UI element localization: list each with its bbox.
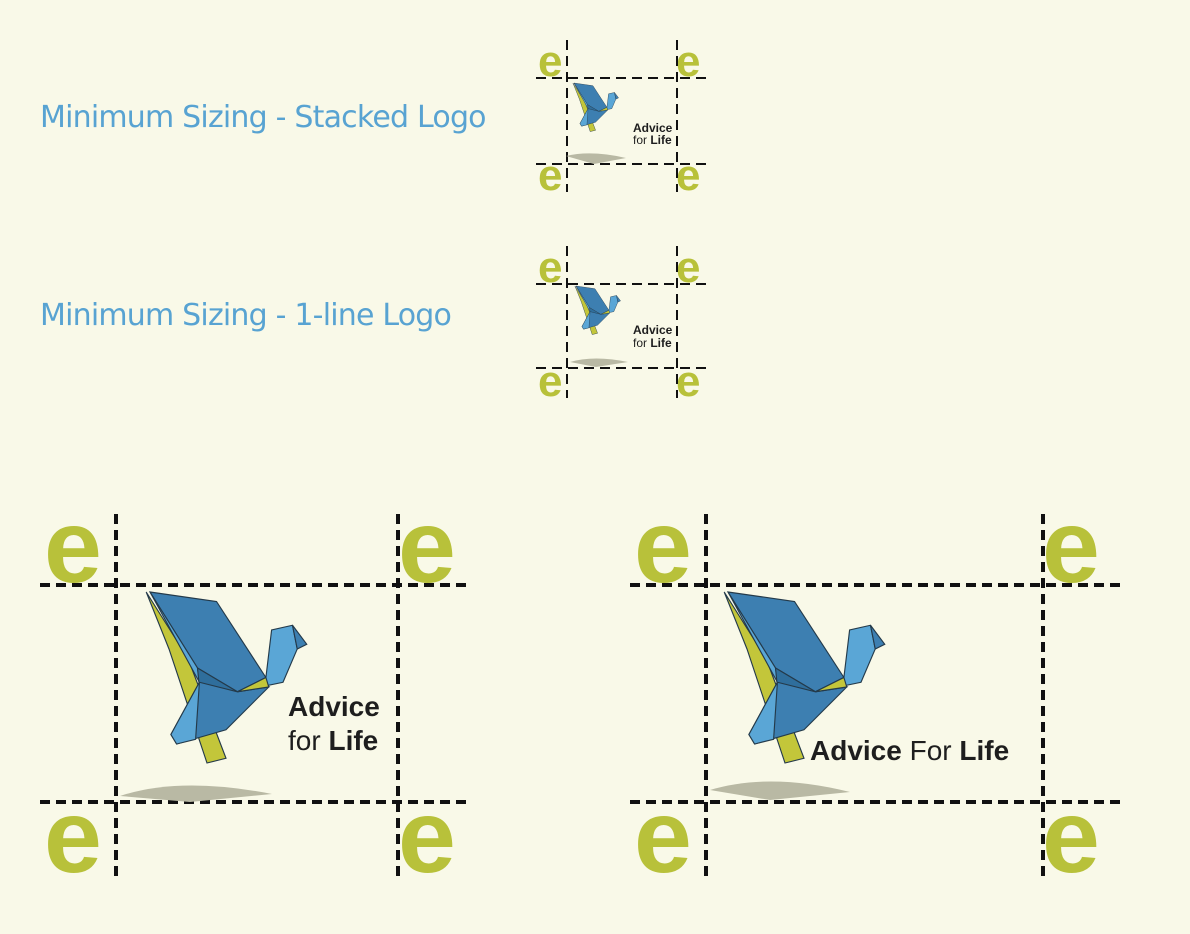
clearspace-e-bottom-right: e: [676, 151, 700, 200]
logo-word-advice: Advice: [633, 121, 673, 135]
bird-logo-icon: [574, 285, 621, 335]
large-oneline-logo-panel: e e e e Advice For Life: [630, 489, 1120, 895]
clearspace-e-top-left: e: [634, 489, 692, 605]
small-oneline-logo-panel: e e e e Advice for Life: [536, 243, 708, 406]
logo-shadow: [566, 153, 626, 164]
bird-logo-icon: [572, 82, 619, 132]
clearspace-e-bottom-left: e: [44, 779, 102, 895]
logo-words-for-life: for Life: [288, 725, 378, 756]
logo-shadow: [710, 781, 850, 800]
heading-oneline-min-size: Minimum Sizing - 1-line Logo: [40, 298, 452, 333]
clearspace-e-bottom-right: e: [1042, 779, 1100, 895]
clearspace-e-top-right: e: [1042, 489, 1100, 605]
logo-oneline-wordmark: Advice For Life: [810, 735, 1009, 766]
logo-shadow: [120, 785, 272, 802]
heading-stacked-min-size: Minimum Sizing - Stacked Logo: [40, 100, 487, 135]
clearspace-e-top-left: e: [44, 489, 102, 605]
small-stacked-logo-diagram: e e e e Advice for Life: [536, 37, 706, 200]
logo-word-advice: Advice: [633, 323, 673, 337]
clearspace-e-bottom-right: e: [398, 779, 456, 895]
clearspace-e-bottom-right: e: [676, 357, 700, 406]
clearspace-e-bottom-left: e: [538, 357, 562, 406]
clearspace-e-bottom-left: e: [634, 779, 692, 895]
logo-shadow: [570, 358, 628, 367]
large-stacked-logo-panel: e e e e Advice for Life: [40, 489, 472, 895]
logo-words-for-life: for Life: [633, 336, 672, 350]
large-stacked-logo-diagram: e e e e Advice for Life: [40, 489, 472, 895]
clearspace-e-bottom-left: e: [538, 151, 562, 200]
clearspace-e-top-right: e: [398, 489, 456, 605]
bird-logo-icon: [723, 591, 886, 764]
logo-word-advice: Advice: [288, 691, 380, 722]
large-oneline-logo-diagram: e e e e Advice For Life: [630, 489, 1120, 895]
logo-words-for-life: for Life: [633, 133, 672, 147]
small-stacked-logo-panel: e e e e Advice for Life: [536, 37, 708, 200]
bird-logo-icon: [145, 591, 308, 764]
small-oneline-logo-diagram: e e e e Advice for Life: [536, 243, 706, 406]
